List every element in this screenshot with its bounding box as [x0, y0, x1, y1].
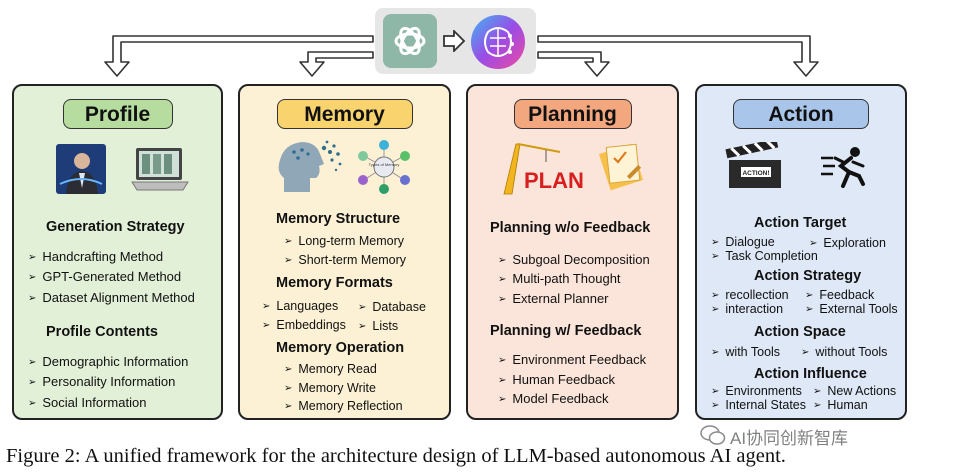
list-item: Model Feedback	[498, 391, 608, 406]
laptop-icon	[130, 144, 190, 194]
businessman-icon	[56, 144, 106, 194]
plan-word: PLAN	[524, 168, 584, 193]
memory-structure-heading: Memory Structure	[276, 211, 401, 227]
action-panel: Action ACTION! Action Target Dialogue Ex…	[695, 84, 907, 420]
figure-caption: Figure 2: A unified framework for the ar…	[6, 445, 786, 467]
action-title: Action	[733, 99, 869, 129]
list-item: Memory Write	[284, 381, 376, 395]
action-influence-heading: Action Influence	[754, 366, 867, 382]
list-item: Human	[813, 398, 867, 412]
list-item: Languages	[262, 299, 338, 313]
list-item: Exploration	[809, 236, 886, 250]
list-item: Embeddings	[262, 318, 346, 332]
list-item: interaction	[711, 302, 783, 316]
memory-title: Memory	[276, 99, 413, 129]
action-space-heading: Action Space	[754, 324, 846, 340]
profile-contents-heading: Profile Contents	[46, 324, 158, 340]
list-item: Environments	[711, 384, 801, 398]
list-item: with Tools	[711, 345, 780, 359]
memory-formats-heading: Memory Formats	[276, 275, 393, 291]
action-target-heading: Action Target	[754, 215, 847, 231]
hollow-arrow-icon	[442, 28, 466, 57]
checklist-icon	[596, 140, 646, 192]
list-item: Social Information	[28, 395, 146, 410]
list-item: Dataset Alignment Method	[28, 290, 194, 305]
list-item: Feedback	[805, 288, 874, 302]
list-item: Long-term Memory	[284, 234, 404, 248]
list-item: Task Completion	[711, 249, 817, 263]
planning-without-feedback-heading: Planning w/o Feedback	[490, 220, 651, 236]
planning-title: Planning	[513, 99, 632, 129]
list-item: New Actions	[813, 384, 896, 398]
generation-strategy-heading: Generation Strategy	[46, 219, 185, 235]
list-item: Multi-path Thought	[498, 271, 620, 286]
wechat-logo-icon	[700, 424, 726, 446]
connector-arrows	[104, 35, 819, 77]
types-of-memory-label: Types of Memory	[369, 162, 400, 167]
list-item: Dialogue	[711, 235, 774, 249]
types-of-memory-icon: Types of Memory	[354, 138, 414, 196]
list-item: External Planner	[498, 291, 608, 306]
list-item: Internal States	[711, 398, 806, 412]
list-item: Human Feedback	[498, 372, 615, 387]
list-item: without Tools	[801, 345, 887, 359]
action-strategy-heading: Action Strategy	[754, 268, 862, 284]
watermark: AI协同创新智库	[730, 429, 849, 448]
list-item: Subgoal Decomposition	[498, 252, 649, 267]
list-item: recollection	[711, 288, 788, 302]
list-item: External Tools	[805, 302, 897, 316]
running-person-icon	[819, 144, 871, 190]
profile-panel: Profile Generation Strategy Handcrafting…	[12, 84, 223, 420]
brain-head-icon	[274, 138, 344, 194]
list-item: Memory Read	[284, 362, 377, 376]
clapperboard-icon: ACTION!	[723, 138, 787, 190]
list-item: Handcrafting Method	[28, 249, 163, 264]
list-item: Personality Information	[28, 374, 175, 389]
openai-logo-icon	[383, 14, 437, 68]
planning-panel: Planning PLAN Planning w/o Feedback Subg…	[466, 84, 679, 420]
list-item: Short-term Memory	[284, 253, 406, 267]
list-item: Environment Feedback	[498, 352, 646, 367]
list-item: Database	[358, 300, 426, 314]
plan-crane-icon: PLAN	[498, 138, 588, 196]
list-item: Lists	[358, 319, 398, 333]
action-clapper-label: ACTION!	[742, 170, 769, 177]
list-item: GPT-Generated Method	[28, 269, 181, 284]
list-item: Memory Reflection	[284, 399, 402, 413]
memory-panel: Memory Types of Memory Memory Structure …	[238, 84, 451, 420]
list-item: Demographic Information	[28, 354, 188, 369]
planning-with-feedback-heading: Planning w/ Feedback	[490, 323, 642, 339]
ai-brain-logo-icon	[470, 14, 526, 70]
profile-title: Profile	[62, 99, 173, 129]
memory-operation-heading: Memory Operation	[276, 340, 405, 356]
